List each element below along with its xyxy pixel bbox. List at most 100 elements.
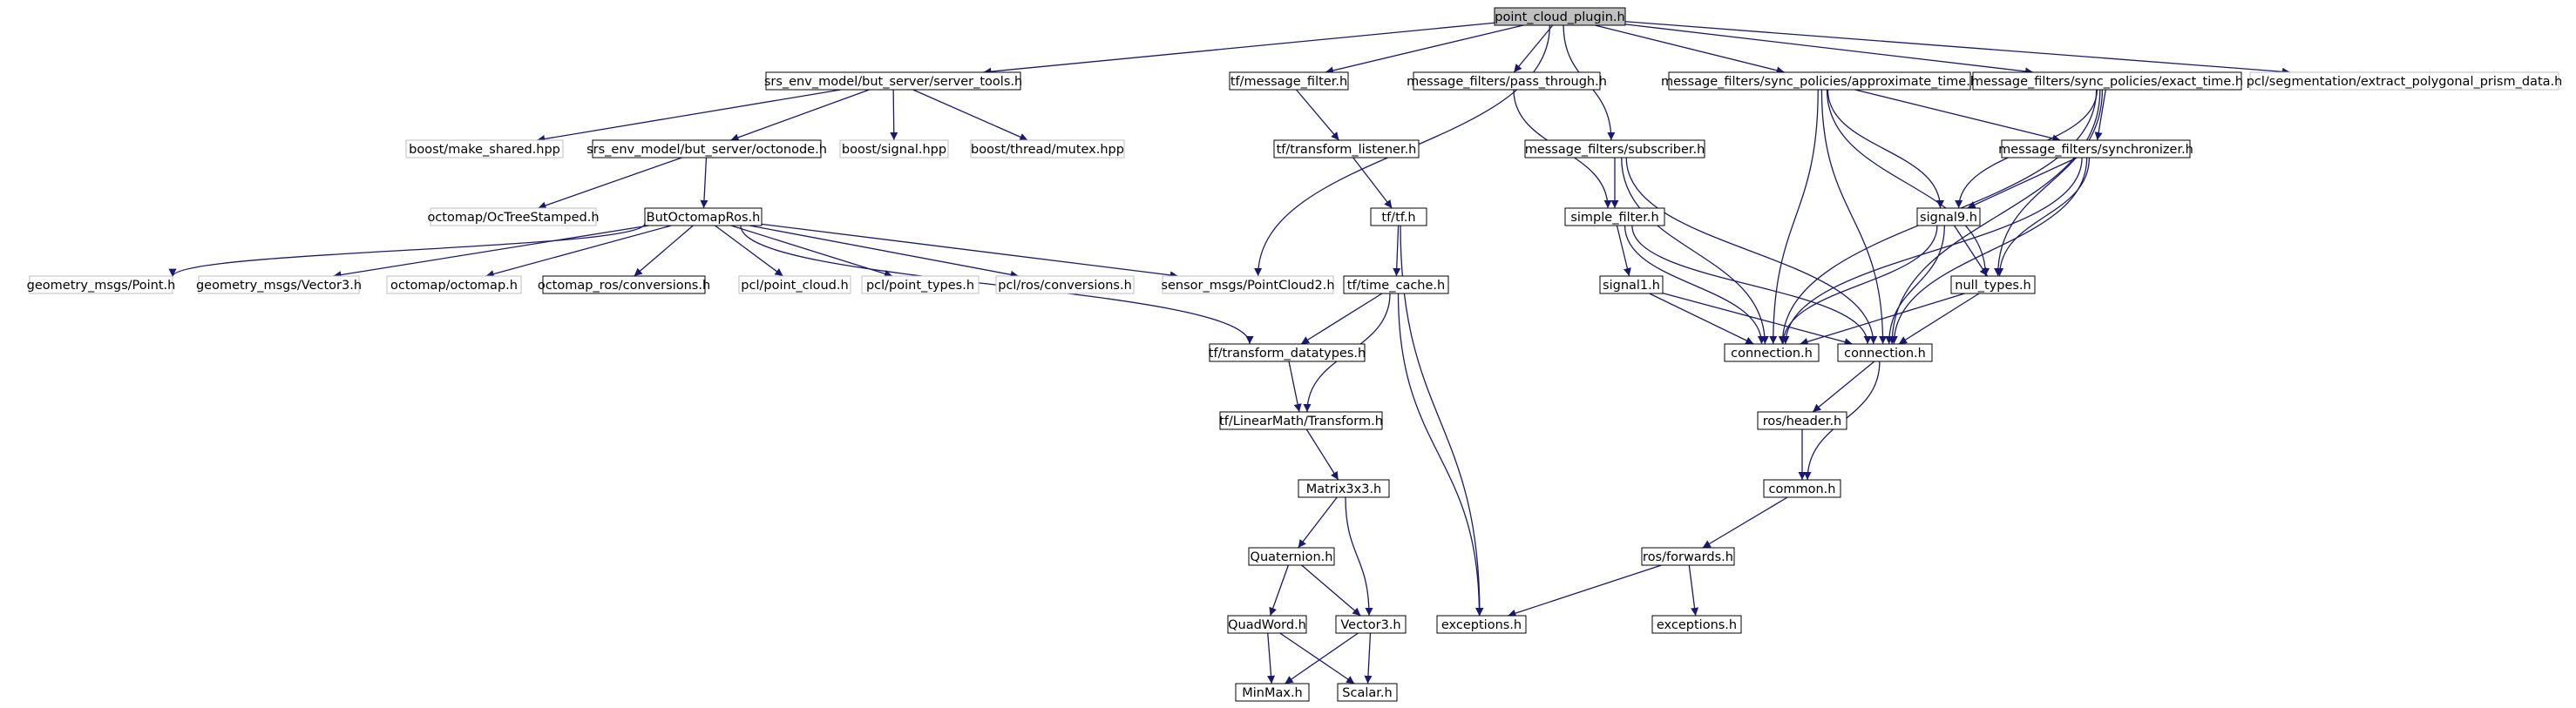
node-label-vector3: Vector3.h	[1340, 618, 1400, 632]
node-box-common	[1763, 479, 1841, 498]
node-tfdt[interactable]: tf/transform_datatypes.h	[1209, 343, 1366, 362]
node-box-bsignal	[839, 139, 949, 158]
node-box-rosheader	[1757, 411, 1847, 430]
node-box-vector3	[1335, 615, 1407, 634]
node-mfexact[interactable]: message_filters/sync_policies/exact_time…	[1971, 71, 2243, 91]
node-bmake: boost/make_shared.hpp	[405, 139, 564, 158]
node-box-tflm	[1219, 411, 1383, 430]
edge-matrix-to-vector3	[1345, 496, 1373, 617]
edge-srvtools-to-bmutex	[912, 89, 1028, 141]
edge-mfexact-to-nulltypes	[1994, 89, 2104, 277]
node-box-octonode	[592, 139, 822, 158]
node-label-octonode: srs_env_model/but_server/octonode.h	[586, 143, 827, 157]
node-label-nulltypes: null_types.h	[1955, 279, 2030, 293]
node-octconv[interactable]: octomap_ros/conversions.h	[538, 275, 710, 294]
edge-root-to-srvtools	[983, 22, 1495, 76]
node-exc2[interactable]: exceptions.h	[1651, 615, 1742, 634]
edge-octonode-to-butocto	[700, 157, 708, 209]
node-label-gvec: geometry_msgs/Vector3.h	[196, 279, 362, 293]
node-root[interactable]: point_cloud_plugin.h	[1494, 7, 1626, 26]
node-label-quat: Quaternion.h	[1251, 550, 1333, 564]
node-rosfwd[interactable]: ros/forwards.h	[1641, 547, 1735, 566]
node-tflist[interactable]: tf/transform_listener.h	[1273, 139, 1420, 158]
node-mfpass[interactable]: message_filters/pass_through.h	[1407, 71, 1607, 91]
edge-root-to-mfapprox	[1595, 24, 1785, 75]
node-srvtools[interactable]: srs_env_model/but_server/server_tools.h	[764, 71, 1022, 91]
node-box-pclpc	[738, 275, 851, 294]
node-box-exc2	[1651, 615, 1742, 634]
node-label-bmutex: boost/thread/mutex.hpp	[971, 143, 1124, 157]
node-conn2[interactable]: connection.h	[1837, 343, 1933, 362]
node-label-tfmf: tf/message_filter.h	[1230, 75, 1347, 89]
edge-root-to-mfexact	[1624, 24, 2034, 76]
node-label-pclseg: pcl/segmentation/extract_polygonal_prism…	[2247, 75, 2563, 89]
node-label-scalar: Scalar.h	[1342, 686, 1392, 700]
node-nulltypes[interactable]: null_types.h	[1950, 275, 2036, 294]
node-quadword[interactable]: QuadWord.h	[1227, 615, 1307, 634]
node-box-scalar	[1337, 683, 1398, 702]
node-tflm[interactable]: tf/LinearMath/Transform.h	[1219, 411, 1383, 430]
node-box-conn1	[1724, 343, 1820, 362]
node-butocto[interactable]: ButOctomapRos.h	[644, 207, 763, 226]
edge-tfmf-to-tflist	[1295, 89, 1340, 141]
node-box-minmax	[1235, 683, 1310, 702]
node-rosheader[interactable]: ros/header.h	[1757, 411, 1847, 430]
node-conn1[interactable]: connection.h	[1724, 343, 1820, 362]
node-mfapprox[interactable]: message_filters/sync_policies/approximat…	[1661, 71, 1978, 91]
node-label-mfsub: message_filters/subscriber.h	[1525, 143, 1705, 157]
node-label-tflm: tf/LinearMath/Transform.h	[1219, 415, 1383, 428]
node-box-octomap	[386, 275, 522, 294]
node-mfsub[interactable]: message_filters/subscriber.h	[1524, 139, 1705, 158]
edge-signal9-to-conn2	[1885, 225, 1945, 345]
edge-vector3-to-minmax	[1285, 632, 1359, 684]
edge-quadword-to-scalar	[1279, 632, 1355, 684]
node-quat[interactable]: Quaternion.h	[1248, 547, 1335, 566]
edge-vector3-to-scalar	[1364, 632, 1373, 684]
node-common[interactable]: common.h	[1763, 479, 1841, 498]
node-box-conn2	[1837, 343, 1933, 362]
node-tfcache[interactable]: tf/time_cache.h	[1343, 275, 1449, 294]
node-box-pclros	[995, 275, 1135, 294]
node-octonode[interactable]: srs_env_model/but_server/octonode.h	[586, 139, 827, 158]
edge-mfsync-to-conn2	[1889, 157, 2088, 345]
node-signal9[interactable]: signal9.h	[1916, 207, 1981, 226]
node-box-pclpt	[861, 275, 980, 294]
node-label-octstamped: octomap/OcTreeStamped.h	[427, 211, 599, 225]
edge-mfapprox-to-conn1	[1769, 89, 1819, 345]
node-minmax[interactable]: MinMax.h	[1235, 683, 1310, 702]
node-label-rosheader: ros/header.h	[1763, 415, 1842, 428]
edge-mfsync-to-signal9	[1967, 157, 2078, 209]
edge-butocto-to-pclpt	[730, 225, 893, 278]
node-octstamped: octomap/OcTreeStamped.h	[427, 207, 600, 226]
edge-signal9-to-nulltypes	[1953, 225, 1989, 277]
node-senspc: sensor_msgs/PointCloud2.h	[1161, 275, 1335, 294]
node-label-mfexact: message_filters/sync_policies/exact_time…	[1971, 75, 2243, 89]
node-label-tftf: tf/tf.h	[1381, 211, 1415, 225]
node-mfsync[interactable]: message_filters/synchronizer.h	[1998, 139, 2193, 158]
node-box-mfexact	[1972, 71, 2242, 91]
edge-mfapprox-to-nulltypes	[1826, 89, 1990, 277]
node-simple[interactable]: simple_filter.h	[1564, 207, 1665, 226]
node-box-tftf	[1370, 207, 1427, 226]
node-matrix[interactable]: Matrix3x3.h	[1298, 479, 1390, 498]
node-box-signal9	[1916, 207, 1981, 226]
node-box-mfpass	[1413, 71, 1601, 91]
edge-butocto-to-pclpc	[715, 225, 783, 277]
node-signal1[interactable]: signal1.h	[1599, 275, 1664, 294]
node-label-simple: simple_filter.h	[1570, 211, 1658, 225]
edge-tfdt-to-tflm	[1288, 361, 1302, 413]
edge-signal9-to-conn1	[1779, 225, 1938, 345]
node-tfmf[interactable]: tf/message_filter.h	[1229, 71, 1349, 91]
node-exc1[interactable]: exceptions.h	[1436, 615, 1527, 634]
edge-tfcache-to-exc1	[1397, 293, 1484, 617]
node-scalar[interactable]: Scalar.h	[1337, 683, 1398, 702]
node-box-pclseg	[2249, 71, 2559, 91]
edge-tftf-to-exc1	[1400, 225, 1484, 617]
node-vector3[interactable]: Vector3.h	[1335, 615, 1407, 634]
node-label-octomap: octomap/octomap.h	[390, 279, 518, 293]
edge-quat-to-vector3	[1301, 564, 1361, 617]
node-box-tfcache	[1343, 275, 1449, 294]
node-label-tfdt: tf/transform_datatypes.h	[1209, 347, 1366, 361]
node-tftf[interactable]: tf/tf.h	[1370, 207, 1427, 226]
node-label-conn2: connection.h	[1844, 347, 1926, 361]
